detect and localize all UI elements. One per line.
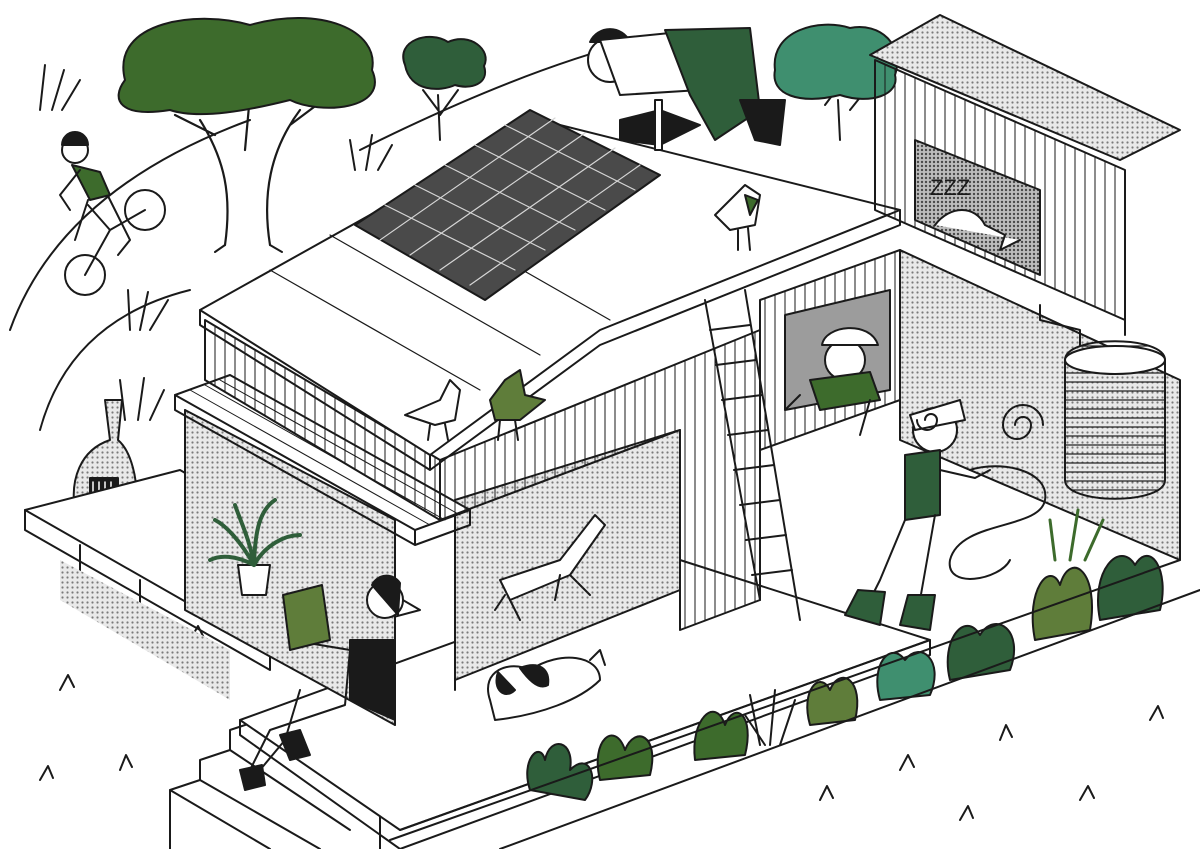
lounge-chair-icon bbox=[494, 514, 606, 621]
path-curve-inner bbox=[39, 289, 191, 431]
bird-white-icon bbox=[404, 379, 461, 441]
garden-border bbox=[389, 559, 1181, 841]
bird-icon bbox=[714, 184, 761, 251]
large-tree-icon bbox=[117, 17, 376, 253]
solar-panel-icon bbox=[354, 109, 661, 301]
garden-border-outer bbox=[499, 589, 1200, 849]
rain-tank-icon bbox=[1039, 304, 1166, 500]
teal-tree-icon bbox=[773, 23, 899, 141]
gardener-icon bbox=[844, 399, 1047, 631]
garden-plants bbox=[526, 508, 1164, 801]
path-curve-left bbox=[9, 119, 251, 331]
dog-icon bbox=[487, 649, 606, 721]
cyclist-icon bbox=[59, 131, 166, 296]
spiral-decor bbox=[916, 404, 1044, 440]
grass-tufts bbox=[39, 64, 1164, 821]
sleep-sign: ZZZ bbox=[930, 175, 970, 200]
window-person-icon bbox=[784, 289, 891, 436]
ladder-icon bbox=[704, 289, 801, 621]
small-tree-icon bbox=[402, 35, 487, 141]
bird-green-icon bbox=[489, 369, 546, 441]
reading-person-icon bbox=[239, 574, 404, 791]
roof-worker-icon bbox=[587, 27, 786, 151]
potted-plant-icon bbox=[208, 498, 302, 596]
